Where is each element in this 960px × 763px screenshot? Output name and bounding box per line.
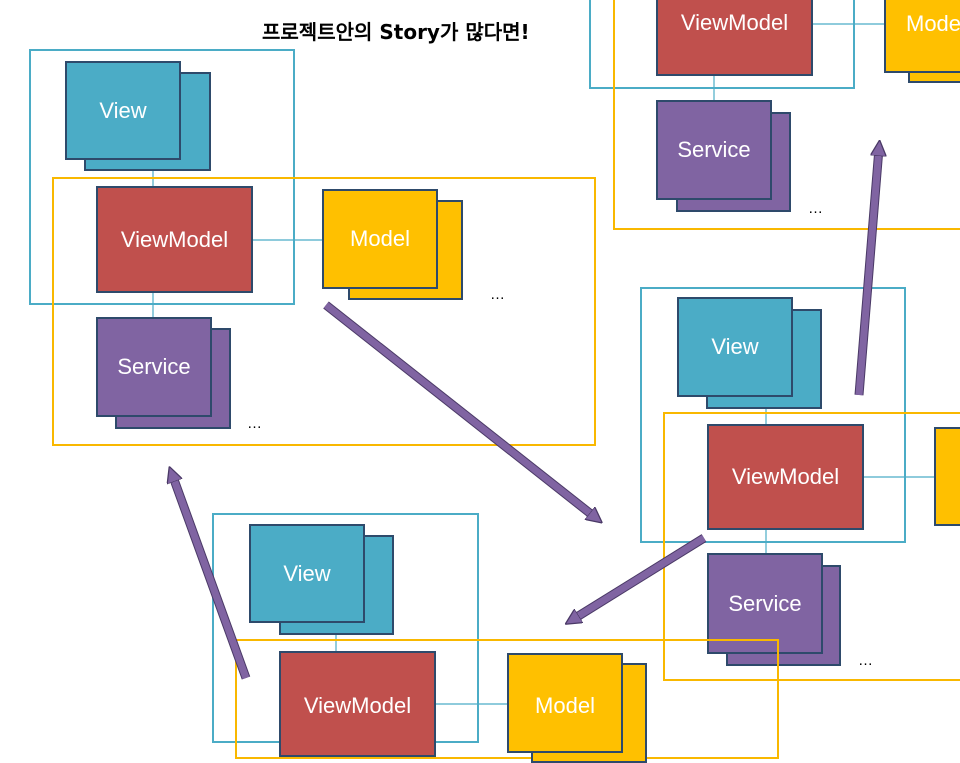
flow-arrows (0, 0, 960, 680)
model-box-partial: Mode (884, 0, 960, 73)
view-box: View (65, 61, 181, 160)
model-service-frame (663, 412, 960, 681)
model-service-frame (52, 177, 596, 446)
more-services-ellipsis: … (808, 200, 823, 217)
view-box: View (677, 297, 793, 397)
view-viewmodel-frame (640, 287, 906, 543)
viewmodel-box: ViewModel (656, 0, 813, 76)
flow-arrow-right-to-top (855, 148, 879, 396)
flow-arrow-bottom-to-left (172, 474, 250, 680)
more-services-ellipsis: … (858, 652, 873, 669)
model-label-partial: Mode (906, 11, 960, 36)
more-models-ellipsis: … (490, 286, 505, 303)
model-box: Model (322, 189, 438, 289)
model-box-partial (934, 427, 960, 526)
slide-title: 프로젝트안의 Story가 많다면! (262, 20, 530, 44)
flow-arrow-mid-to-right (323, 302, 596, 518)
viewmodel-box: ViewModel (96, 186, 253, 293)
view-viewmodel-frame (589, 0, 855, 89)
service-box: Service (656, 100, 772, 200)
viewmodel-box: ViewModel (707, 424, 864, 530)
service-box: Service (707, 553, 823, 654)
viewmodel-label: ViewModel (303, 693, 412, 718)
model-service-frame (613, 0, 960, 230)
more-services-ellipsis: … (247, 415, 262, 432)
view-box: View (249, 524, 365, 623)
service-box: Service (96, 317, 212, 417)
model-label: Model (535, 693, 595, 718)
flow-arrow-right-to-bottom (572, 535, 706, 620)
